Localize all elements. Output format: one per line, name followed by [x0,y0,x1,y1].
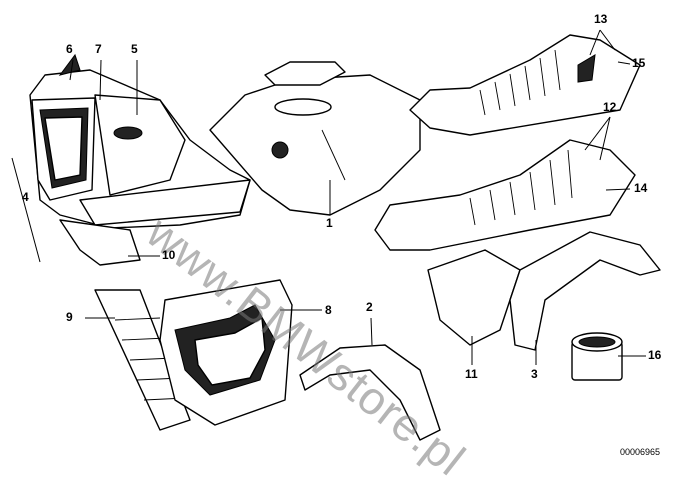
callout-12: 12 [603,100,617,114]
callout-7: 7 [95,42,102,56]
front-fender-part [299,344,441,441]
callout-16: 16 [648,348,662,362]
callout-15: 15 [632,56,646,70]
callout-5: 5 [131,42,138,56]
fuel-tank-part [209,61,421,216]
seat-upper-part [409,34,641,136]
leader-lines [11,29,646,365]
seat-lower-part [374,139,636,251]
bracket-part [59,219,141,266]
callout-13: 13 [594,12,608,26]
rear-fender-part [509,231,661,351]
callout-11: 11 [465,367,478,381]
callout-9: 9 [66,310,73,324]
paint-can-part [571,332,623,381]
battery-cover-part [427,249,521,346]
callout-4: 4 [22,190,29,204]
callout-1: 1 [326,216,333,230]
fairing-part [29,53,251,229]
diagram-code: 00006965 [620,447,661,457]
callout-8: 8 [325,303,332,317]
callout-3: 3 [531,367,538,381]
callout-10: 10 [162,248,176,262]
callout-14: 14 [634,181,648,195]
callout-2: 2 [366,300,373,314]
side-cover-part [159,279,293,426]
grille-part [94,289,191,431]
callout-6: 6 [66,42,73,56]
